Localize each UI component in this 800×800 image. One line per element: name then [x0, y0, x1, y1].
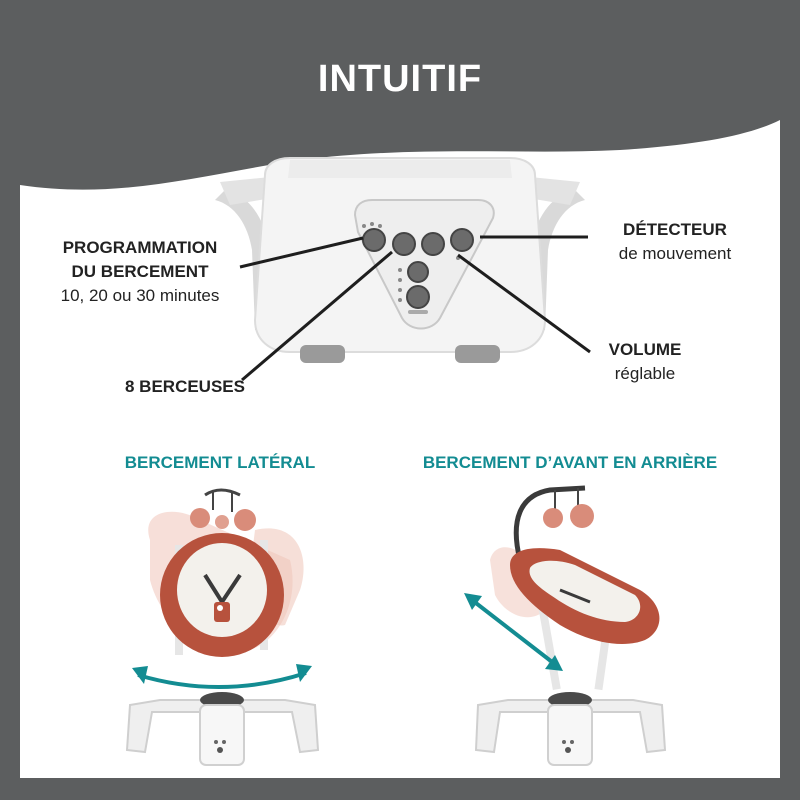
section-bercement-lateral: BERCEMENT LATÉRAL [124, 453, 316, 472]
volume-button [421, 232, 445, 256]
callout-programmation: PROGRAMMATION DU BERCEMENT 10, 20 ou 30 … [30, 236, 250, 308]
swing-lateral-photo [125, 488, 320, 766]
callout-programmation-detail: 10, 20 ou 30 minutes [60, 286, 220, 305]
page-title: INTUITIF [317, 58, 483, 100]
speed-button [407, 261, 429, 283]
sensor-button [450, 228, 474, 252]
callout-berceuses-heading: 8 BERCEUSES [125, 377, 245, 396]
callout-programmation-line2: DU BERCEMENT [71, 262, 209, 281]
callout-programmation-line1: PROGRAMMATION [62, 238, 218, 257]
power-button [406, 285, 430, 309]
callout-volume-heading: VOLUME [608, 340, 682, 359]
callout-volume-detail: réglable [614, 364, 676, 383]
lullaby-button [392, 232, 416, 256]
callout-detecteur-heading: DÉTECTEUR [623, 220, 727, 239]
callout-detecteur-detail: de mouvement [618, 244, 732, 263]
callout-berceuses: 8 BERCEUSES [110, 375, 260, 399]
swing-front-back-photo [464, 485, 667, 766]
callout-volume: VOLUME réglable [585, 338, 705, 386]
callout-detecteur: DÉTECTEUR de mouvement [585, 218, 765, 266]
section-bercement-avant-arriere: BERCEMENT D’AVANT EN ARRIÈRE [422, 453, 718, 472]
timer-button [362, 228, 386, 252]
callout-lines [239, 235, 591, 382]
control-unit-photo [215, 157, 585, 363]
